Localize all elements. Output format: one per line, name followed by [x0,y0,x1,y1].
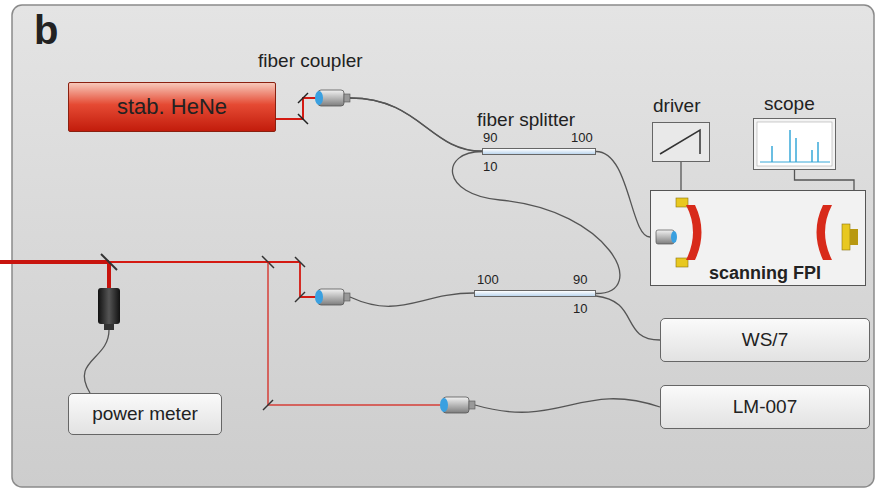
port-label: scanning FPI [709,263,821,284]
fiber-connector [276,98,482,152]
fpi-box: scanning FPI [650,190,866,286]
port-label: 90 [573,272,587,287]
heading-label: fiber splitter [477,109,575,131]
fiber-connector [680,162,681,190]
driver-box: driver [652,122,710,162]
fiber-connector [596,296,660,340]
wavemeter-box: WS/7 [660,318,870,362]
box-label: LM-007 [733,396,797,418]
port-label: scope [764,93,815,115]
fiber-connector [795,170,855,190]
port-label: 10 [573,301,587,316]
part-label: fiber coupler [258,50,363,72]
panel-letter: b [34,8,58,53]
box-label: WS/7 [742,329,788,351]
fiber-splitter: 1009010 [474,290,596,297]
box-label: power meter [92,403,198,425]
port-label: driver [653,95,701,117]
power-meter-box: power meter [68,393,222,435]
laser-box: stab. HeNe [68,82,276,132]
port-label: 100 [571,130,593,145]
scope-box: scope [753,118,836,170]
port-label: 90 [483,130,497,145]
fiber-connector [452,152,619,294]
fiber-splitter: fiber splitter9010010 [482,148,596,155]
box-label: stab. HeNe [117,94,227,120]
fiber-connector [596,152,650,238]
wavemeter-box: LM-007 [660,385,870,429]
port-label: 10 [483,159,497,174]
port-label: 100 [477,272,499,287]
